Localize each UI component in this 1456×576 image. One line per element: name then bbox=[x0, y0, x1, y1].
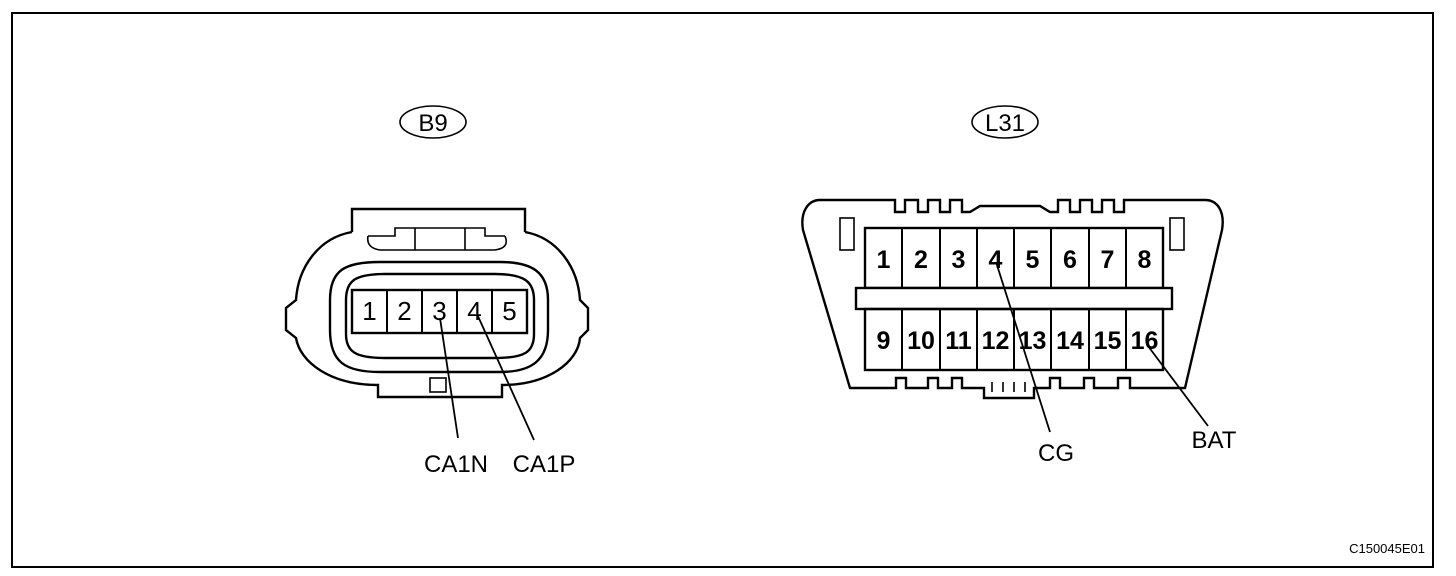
l31-pin: 5 bbox=[1026, 246, 1040, 274]
signal-label-cg: CG bbox=[1038, 440, 1074, 467]
l31-housing bbox=[801, 198, 1224, 400]
l31-pin: 2 bbox=[914, 246, 928, 274]
signal-label-ca1n: CA1N bbox=[424, 451, 488, 478]
l31-pin: 3 bbox=[952, 246, 966, 274]
b9-pin: 3 bbox=[432, 296, 446, 326]
b9-pin: 2 bbox=[397, 296, 411, 326]
l31-side-slot-left bbox=[839, 217, 855, 251]
b9-housing-outer bbox=[284, 230, 590, 399]
b9-lock-inner bbox=[368, 227, 505, 237]
l31-pin: 9 bbox=[877, 327, 891, 355]
l31-pin: 10 bbox=[907, 327, 935, 355]
leader-line-ca1n bbox=[439, 317, 459, 439]
connector-b9: B9 1 2 3 4 5 CA1N CA1P bbox=[284, 105, 590, 478]
l31-pin: 1 bbox=[877, 246, 891, 274]
l31-pin: 12 bbox=[982, 327, 1010, 355]
l31-bottom-key bbox=[991, 382, 1026, 392]
l31-pin: 13 bbox=[1019, 327, 1047, 355]
figure-border bbox=[11, 12, 1434, 568]
b9-pin: 5 bbox=[502, 296, 516, 326]
connector-label-b9: B9 bbox=[418, 110, 447, 137]
l31-pin: 8 bbox=[1138, 246, 1152, 274]
connector-label-oval-b9 bbox=[399, 105, 467, 139]
l31-pin: 6 bbox=[1063, 246, 1077, 274]
b9-lock-center bbox=[398, 228, 485, 251]
b9-pin: 1 bbox=[362, 296, 376, 326]
leader-line-cg bbox=[995, 261, 1051, 433]
l31-pin: 15 bbox=[1094, 327, 1122, 355]
signal-label-ca1p: CA1P bbox=[513, 451, 576, 478]
leader-line-bat bbox=[1147, 345, 1209, 427]
l31-pin: 7 bbox=[1101, 246, 1115, 274]
connector-l31: L31 1 2 3 4 5 6 7 8 bbox=[801, 105, 1237, 467]
l31-pin: 16 bbox=[1131, 327, 1159, 355]
figure-reference-code: C150045E01 bbox=[1349, 541, 1425, 556]
l31-pin: 4 bbox=[989, 246, 1003, 274]
b9-pin-face bbox=[344, 272, 536, 360]
b9-housing-rim bbox=[328, 260, 550, 374]
connector-label-oval-l31 bbox=[971, 105, 1039, 139]
b9-lock-tab bbox=[350, 207, 527, 232]
signal-label-bat: BAT bbox=[1192, 427, 1237, 454]
leader-line-ca1p bbox=[476, 313, 535, 441]
b9-lock-hooks bbox=[366, 235, 508, 251]
l31-side-slot-right bbox=[1169, 217, 1185, 251]
l31-center-bar bbox=[854, 286, 1174, 311]
connector-label-l31: L31 bbox=[985, 110, 1025, 137]
b9-pin-block bbox=[350, 288, 529, 335]
l31-pin: 11 bbox=[945, 327, 972, 355]
l31-pin: 14 bbox=[1056, 327, 1084, 355]
b9-bottom-key bbox=[429, 377, 447, 393]
